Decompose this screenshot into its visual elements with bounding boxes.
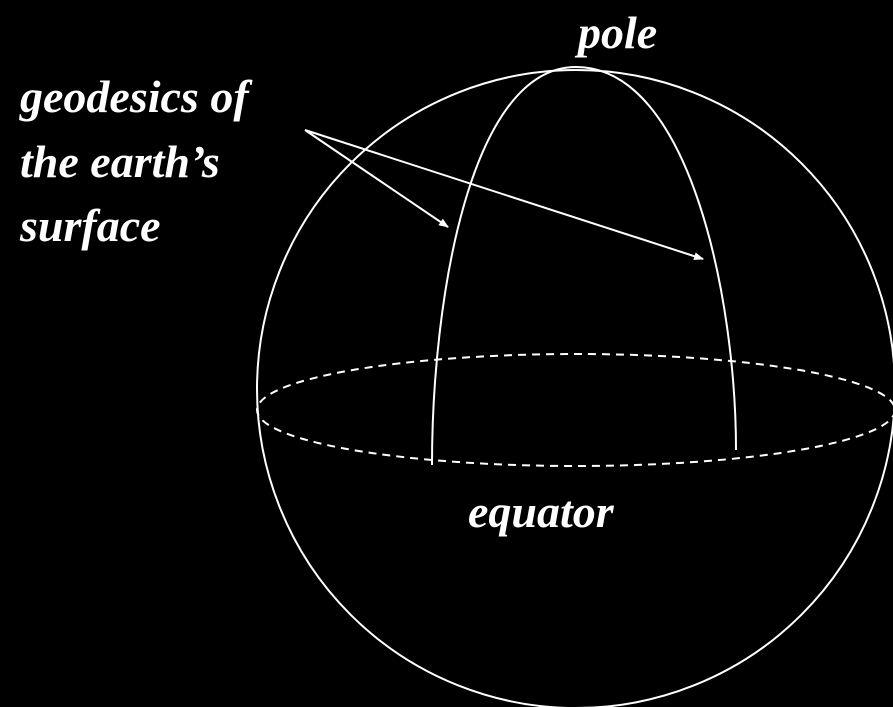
- pole-label: pole: [574, 7, 657, 58]
- geodesic-meridian: [432, 67, 736, 465]
- arrow-to-right-geodesic: [305, 130, 703, 259]
- arrow-to-left-geodesic: [305, 130, 448, 227]
- geodesics-label-line-1: geodesics of: [19, 71, 253, 122]
- equator-label: equator: [468, 486, 615, 537]
- geodesics-label-line-3: surface: [19, 200, 161, 251]
- geodesics-label-line-2: the earth’s: [20, 136, 220, 187]
- equator-line: [257, 354, 893, 466]
- sphere-outline: [257, 70, 893, 707]
